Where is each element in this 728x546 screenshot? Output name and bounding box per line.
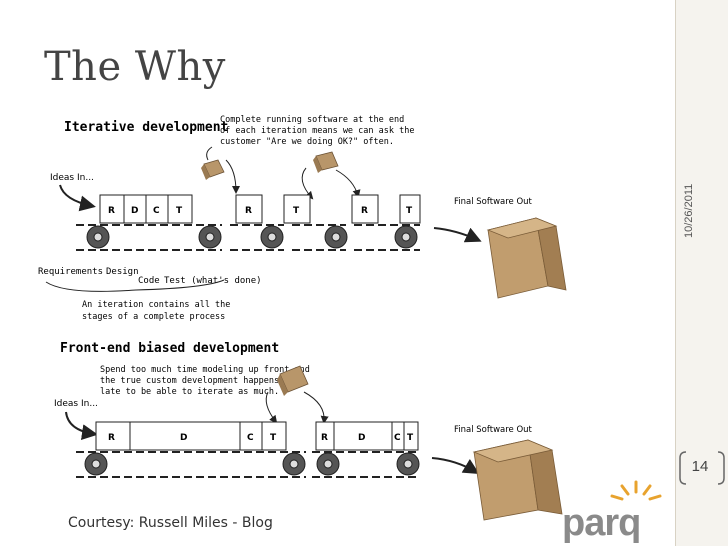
iterative-stage-t3: T bbox=[406, 206, 413, 216]
frontend-ideas-in: Ideas In... bbox=[54, 399, 98, 409]
frontend-stage-c2: C bbox=[394, 433, 401, 443]
iteration-note-line-1: An iteration contains all the bbox=[82, 300, 230, 310]
slide-date: 10/26/2011 bbox=[683, 184, 695, 238]
iterative-note-line-1: Complete running software at the end bbox=[220, 115, 404, 125]
label-code: Code bbox=[138, 276, 160, 286]
iterative-stage-c1: C bbox=[153, 206, 160, 216]
iterative-stage-t1: T bbox=[176, 206, 183, 216]
frontend-note-line-1: Spend too much time modeling up front an… bbox=[100, 365, 310, 375]
frontend-note-line-3: late to be able to iterate as much. bbox=[100, 387, 279, 397]
iterative-stage-r1: R bbox=[108, 206, 115, 216]
small-box-2 bbox=[313, 152, 338, 173]
iterative-stage-r2: R bbox=[245, 206, 252, 216]
iterative-stage-d1: D bbox=[131, 206, 138, 216]
frontend-stage-t2: T bbox=[407, 433, 414, 443]
frontend-stage-r2: R bbox=[321, 433, 328, 443]
frontend-stage-c1: C bbox=[247, 433, 254, 443]
frontend-software-out: Final Software Out bbox=[454, 425, 533, 435]
iterative-gears bbox=[87, 226, 417, 248]
iterative-note-line-3: customer "Are we doing OK?" often. bbox=[220, 137, 394, 147]
courtesy-caption: Courtesy: Russell Miles - Blog bbox=[68, 515, 273, 531]
frontend-stage-boxes bbox=[96, 422, 418, 450]
iterative-heading: Iterative development bbox=[64, 120, 228, 135]
parq-logo-text: parq bbox=[562, 502, 640, 545]
frontend-stage-d2: D bbox=[358, 433, 365, 443]
frontend-stage-d1: D bbox=[180, 433, 187, 443]
frontend-note-line-2: the true custom development happens too bbox=[100, 376, 300, 386]
small-box-1 bbox=[201, 160, 224, 180]
label-test: Test (what's done) bbox=[164, 276, 262, 286]
iteration-note-line-2: stages of a complete process bbox=[82, 312, 225, 322]
frontend-stage-t1: T bbox=[270, 433, 277, 443]
cardboard-box-2 bbox=[474, 440, 562, 520]
page-number: 14 bbox=[680, 452, 720, 482]
label-design: Design bbox=[106, 267, 139, 277]
frontend-gears bbox=[85, 453, 419, 475]
frontend-heading: Front-end biased development bbox=[60, 341, 279, 356]
frontend-stage-r1: R bbox=[108, 433, 115, 443]
process-diagram: Iterative development Complete running s… bbox=[36, 100, 676, 542]
label-requirements: Requirements bbox=[38, 267, 103, 277]
iterative-stage-r3: R bbox=[361, 206, 368, 216]
iterative-stage-t2: T bbox=[293, 206, 300, 216]
slide-title: The Why bbox=[44, 44, 226, 90]
iterative-software-out: Final Software Out bbox=[454, 197, 533, 207]
cardboard-box-1 bbox=[488, 218, 566, 298]
iterative-note-line-2: of each iteration means we can ask the bbox=[220, 126, 414, 136]
iterative-stage-boxes bbox=[100, 195, 420, 223]
iterative-ideas-in: Ideas In... bbox=[50, 173, 94, 183]
